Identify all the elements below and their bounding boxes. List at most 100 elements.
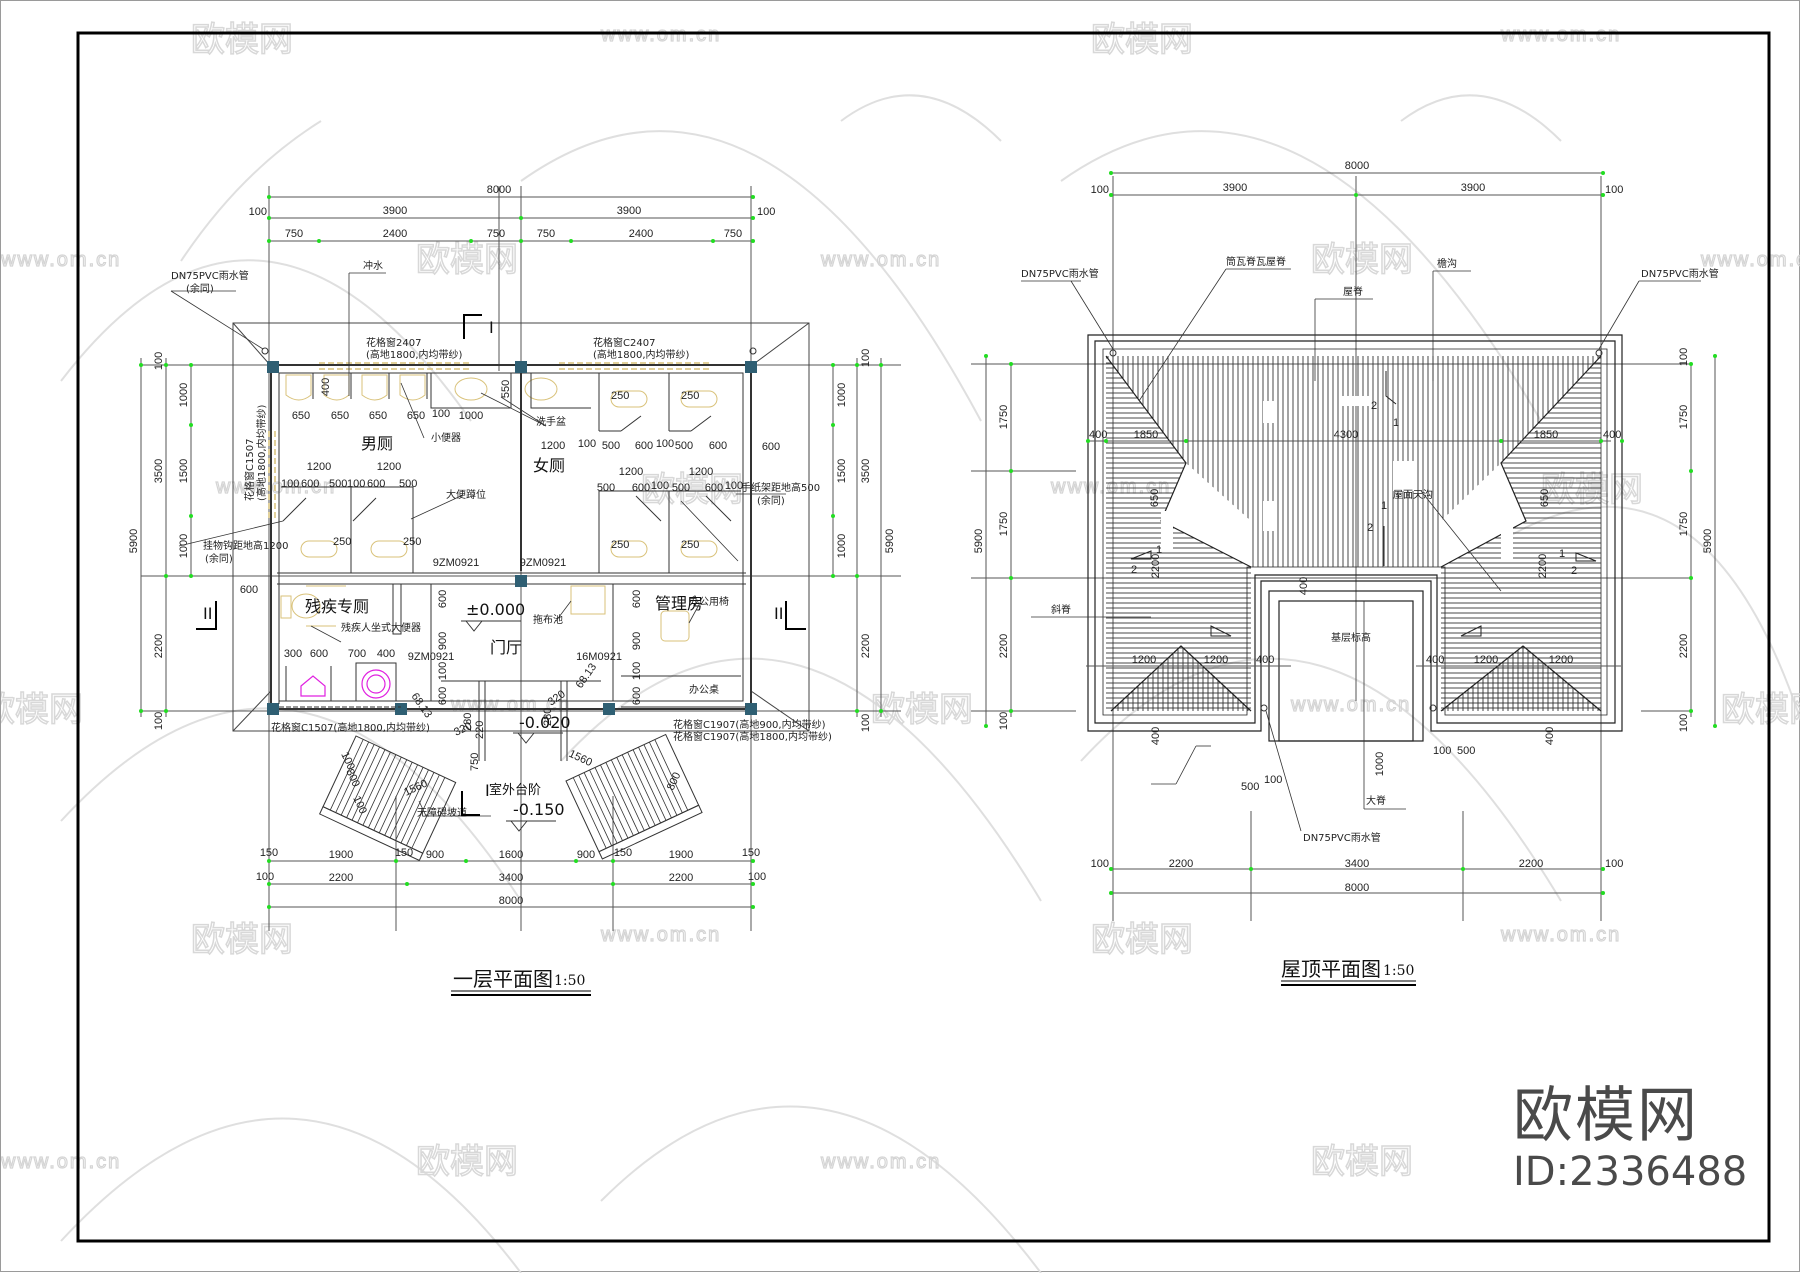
door-code: 9ZM0921 xyxy=(433,557,479,569)
dim-edge: 100 xyxy=(757,206,775,218)
dim-interior: 500 xyxy=(602,440,620,452)
dim-overall-bottom: 8000 xyxy=(499,895,523,907)
door-code: 9ZM0921 xyxy=(520,557,566,569)
dim-left: 1000 xyxy=(178,534,190,558)
dim-roof: 100 xyxy=(1433,745,1451,757)
label-basin: 洗手盆 xyxy=(536,415,566,428)
dim-interior: 1200 xyxy=(619,466,643,478)
label-squat: 大便蹲位 xyxy=(446,488,486,501)
watermark-url: www.om.cn xyxy=(600,924,721,946)
watermark-brand-block: 欧模网 ID:2336488 xyxy=(1513,1083,1763,1195)
label-hanger: 挂物钩距地高1200 xyxy=(203,539,288,552)
watermark-text: 欧模网 xyxy=(416,1142,518,1182)
dim-side-overall: 5900 xyxy=(973,529,985,553)
label-downpipe: DN75PVC雨水管 xyxy=(171,269,249,282)
dim-bottom: 150 xyxy=(742,847,760,859)
label-ridge-tile: 筒瓦脊瓦屋脊 xyxy=(1226,255,1286,268)
dim-interior: 600 xyxy=(367,478,385,490)
dim-interior: 100 xyxy=(347,478,365,490)
watermark-text: 欧模网 xyxy=(1311,1142,1413,1182)
dimension-ticks xyxy=(984,171,1717,895)
downpipe-icons xyxy=(261,347,1603,712)
floor-plan: 8000 100 100 3900 3900 750 2400 750 750 … xyxy=(128,184,901,996)
dim-left: 100 xyxy=(153,352,165,370)
dim-side: 1750 xyxy=(1678,512,1690,536)
dim-interior: 250 xyxy=(681,539,699,551)
dim-stair: 280 xyxy=(542,708,554,726)
dim-interior: 600 xyxy=(310,648,328,660)
slope-rise: 1 xyxy=(1393,417,1399,429)
dim-window: 750 xyxy=(537,228,555,240)
dim-side: 1750 xyxy=(1678,405,1690,429)
dim-bay: 3900 xyxy=(1223,182,1247,194)
label-eave: 大脊 xyxy=(1366,794,1386,807)
label-roof-slope: 屋面天沟 xyxy=(1393,488,1433,501)
dim-interior: 250 xyxy=(403,536,421,548)
slope-run: 2 xyxy=(1367,522,1373,534)
door-code: 9ZM0921 xyxy=(408,651,454,663)
dim-interior: 100 xyxy=(631,662,643,680)
dim-interior: 100 xyxy=(281,478,299,490)
dim-stair: 68.13 xyxy=(574,661,600,690)
dim-interior: 900 xyxy=(437,632,449,650)
label-urinal: 小便器 xyxy=(431,431,461,444)
dim-interior: 100 xyxy=(656,438,674,450)
dim-bottom: 900 xyxy=(577,849,595,861)
roof-plan-title: 屋顶平面图 xyxy=(1281,957,1381,981)
dim-roof: 500 xyxy=(1241,781,1259,793)
label-handrail: 手纸架距地高500 xyxy=(741,481,820,494)
drawing-frame xyxy=(76,31,1771,1243)
dim-left: 1500 xyxy=(178,459,190,483)
dim-bottom: 2200 xyxy=(669,872,693,884)
dim-edge: 100 xyxy=(1091,184,1109,196)
dim-window: 2400 xyxy=(383,228,407,240)
section-markers xyxy=(196,314,806,816)
dim-stair: 100 xyxy=(350,794,369,816)
floor-plan-scale: 1:50 xyxy=(554,973,585,989)
roof-slope-right xyxy=(1441,356,1601,711)
dim-interior: 700 xyxy=(348,648,366,660)
dim-interior: 650 xyxy=(292,410,310,422)
dim-stair: 220 xyxy=(474,721,486,739)
dim-interior: 250 xyxy=(681,390,699,402)
dim-interior: 1000 xyxy=(459,410,483,422)
dim-left-offset: 600 xyxy=(240,584,258,596)
dim-roof: 400 xyxy=(1150,727,1162,745)
watermark-url: www.om.cn xyxy=(1290,694,1411,716)
watermark-url: www.om.cn xyxy=(820,249,941,271)
label-base-elev: 基层标高 xyxy=(1331,631,1371,644)
dim-roof: 1200 xyxy=(1474,654,1498,666)
dim-roof: 650 xyxy=(1149,489,1161,507)
watermark-text: 欧模网 xyxy=(1091,20,1193,60)
watermark-text: 欧模网 xyxy=(1311,240,1413,280)
roof-slope-left-wing xyxy=(1111,646,1251,711)
dim-roof: 400 xyxy=(1256,654,1274,666)
dim-interior: 600 xyxy=(437,687,449,705)
dim-right: 2200 xyxy=(860,634,872,658)
dim-roof: 2200 xyxy=(1537,554,1549,578)
dim-right-offset: 600 xyxy=(762,441,780,453)
elevation-marks: ±0.000 -0.020 -0.150 xyxy=(461,600,571,832)
dim-edge: 100 xyxy=(1605,184,1623,196)
dimension-ticks xyxy=(139,195,883,909)
dim-interior: 100 xyxy=(432,408,450,420)
dim-roof: 1850 xyxy=(1134,429,1158,441)
dim-bottom: 100 xyxy=(748,871,766,883)
dim-window: 2400 xyxy=(629,228,653,240)
dim-interior: 500 xyxy=(329,478,347,490)
watermark-text: 欧模网 xyxy=(416,240,518,280)
dim-interior: 600 xyxy=(635,440,653,452)
dim-window: 750 xyxy=(724,228,742,240)
label-window: 花格窗C1507 xyxy=(243,439,256,501)
watermark-url: www.om.cn xyxy=(1500,24,1621,46)
dim-right: 1000 xyxy=(836,383,848,407)
dim-interior: 600 xyxy=(437,590,449,608)
dim-roof: 100 xyxy=(1264,774,1282,786)
dim-interior: 250 xyxy=(611,390,629,402)
dim-interior: 250 xyxy=(333,536,351,548)
label-chair: 办公用椅 xyxy=(689,595,729,608)
slope-run: 2 xyxy=(1131,564,1137,576)
dim-interior: 100 xyxy=(651,480,669,492)
slope-rise: 1 xyxy=(1156,544,1162,556)
label-downpipe: DN75PVC雨水管 xyxy=(1021,267,1099,280)
